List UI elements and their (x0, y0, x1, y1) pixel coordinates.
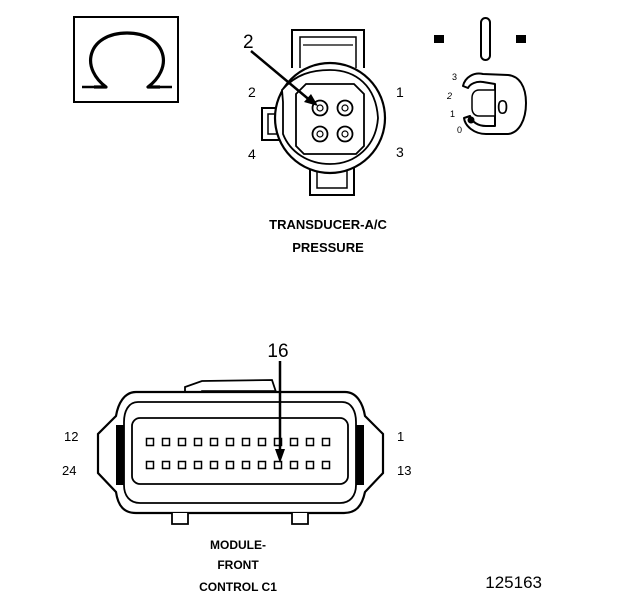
module-pin-21 (193, 460, 203, 470)
module-pin-14 (305, 460, 315, 470)
module-pin-16 (273, 460, 283, 470)
ignition-position-3: 3 (452, 72, 457, 82)
transducer-pin-label-4: 4 (248, 146, 256, 162)
module-pin-1 (321, 437, 331, 447)
transducer-pin-label-1: 1 (396, 84, 404, 100)
module-pin-24 (145, 460, 155, 470)
module-pin-4 (273, 437, 283, 447)
module-pin-label-1: 1 (397, 429, 404, 444)
module-title-line3: CONTROL C1 (199, 580, 277, 594)
transducer-title-line2: PRESSURE (292, 240, 364, 255)
figure-number: 125163 (485, 573, 542, 592)
module-callout-arrow (275, 361, 285, 463)
module-pin-7 (225, 437, 235, 447)
module-pin-label-24: 24 (62, 463, 76, 478)
module-pin-8 (209, 437, 219, 447)
module-pin-15 (289, 460, 299, 470)
module-pin-label-13: 13 (397, 463, 411, 478)
module-pin-18 (241, 460, 251, 470)
module-title-line1: MODULE- (210, 538, 266, 552)
transducer-callout-label: 2 (243, 32, 254, 53)
module-pin-5 (257, 437, 267, 447)
module-pin-13 (321, 460, 331, 470)
transducer-connector: 2 2 1 4 3 TRANSDUCER-A/C PRESSURE (243, 29, 404, 255)
ignition-key-label: 0 (497, 97, 508, 119)
module-title-line2: FRONT (217, 558, 259, 572)
ignition-position-0: 0 (457, 125, 462, 135)
transducer-pin-label-3: 3 (396, 144, 404, 160)
module-pin-10 (177, 437, 187, 447)
module-pin-grid (145, 437, 331, 470)
module-pin-2 (305, 437, 315, 447)
module-pin-3 (289, 437, 299, 447)
transducer-callout-arrow (250, 50, 318, 106)
module-pin-19 (225, 460, 235, 470)
module-pin-label-12: 12 (64, 429, 78, 444)
module-connector: 16 12 1 24 13 MODULE- FRONT CONTROL C1 (62, 341, 411, 594)
module-pin-20 (209, 460, 219, 470)
module-pin-9 (193, 437, 203, 447)
module-callout-label: 16 (267, 341, 288, 362)
ignition-position-2: 2 (446, 91, 452, 101)
ignition-indicator-dot (467, 116, 475, 124)
module-pin-23 (161, 460, 171, 470)
ignition-key-icon: 3 2 1 0 0 (434, 17, 527, 135)
module-pin-6 (241, 437, 251, 447)
module-pin-12 (145, 437, 155, 447)
transducer-title-line1: TRANSDUCER-A/C (269, 217, 387, 232)
transducer-pin-label-2: 2 (248, 84, 256, 100)
module-pin-11 (161, 437, 171, 447)
module-pin-17 (257, 460, 267, 470)
module-pin-22 (177, 460, 187, 470)
ignition-position-1: 1 (450, 109, 455, 119)
ohm-meter-icon (73, 16, 179, 103)
